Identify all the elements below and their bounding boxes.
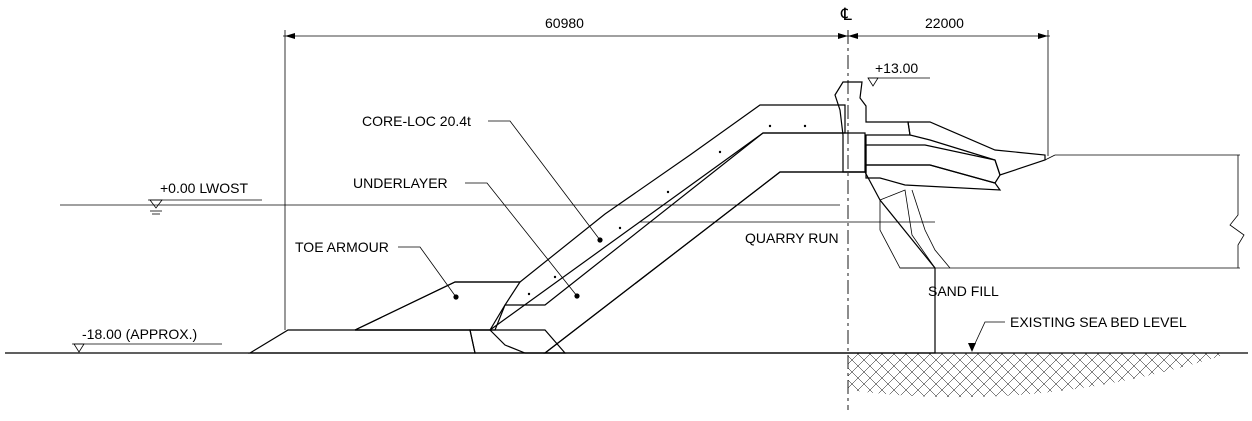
core-loc-callout: CORE-LOC 20.4t (362, 113, 603, 243)
rear-underlayer (865, 144, 1001, 184)
underlayer-callout: UNDERLAYER (353, 175, 580, 299)
rear-filter (865, 164, 1002, 191)
centerline-symbol: ℄ (840, 5, 852, 24)
svg-text:TOE ARMOUR: TOE ARMOUR (295, 239, 389, 255)
armour-unit-dots (527, 124, 807, 296)
svg-text:+13.00: +13.00 (875, 60, 918, 76)
rear-armour (907, 121, 1046, 176)
toe-armour-callout: TOE ARMOUR (295, 239, 459, 300)
rear-slope-line (911, 189, 951, 269)
seabed-callout: EXISTING SEA BED LEVEL (968, 314, 1187, 352)
dim-right-value: 22000 (925, 15, 964, 31)
dim-arrow (838, 33, 848, 39)
toe-armour-berm (354, 281, 522, 331)
core-loc-armour (354, 104, 846, 331)
svg-text:-18.00 (APPROX.): -18.00 (APPROX.) (82, 326, 197, 342)
svg-text:CORE-LOC 20.4t: CORE-LOC 20.4t (362, 113, 471, 129)
water-level-marker: +0.00 LWOST (148, 180, 262, 215)
svg-text:+0.00 LWOST: +0.00 LWOST (160, 180, 249, 196)
seabed-level-marker: -18.00 (APPROX.) (72, 326, 222, 353)
dim-arrow (285, 33, 295, 39)
dim-arrow (1038, 33, 1048, 39)
dim-arrow (848, 33, 858, 39)
crest-level-marker: +13.00 (867, 60, 930, 87)
toe-base-layer (247, 329, 476, 354)
crest-wall (834, 81, 911, 173)
rear-edge (1044, 154, 1056, 161)
dim-left-value: 60980 (545, 15, 584, 31)
existing-ground-hatch (848, 353, 1230, 398)
rear-slope-fill (879, 189, 936, 269)
break-line (1229, 155, 1245, 268)
quarry-run-core (543, 171, 936, 354)
quarry-run-label: QUARRY RUN (745, 230, 839, 246)
svg-text:EXISTING SEA BED LEVEL: EXISTING SEA BED LEVEL (1010, 314, 1187, 330)
svg-text:UNDERLAYER: UNDERLAYER (353, 175, 448, 191)
sand-fill-label: SAND FILL (928, 283, 999, 299)
